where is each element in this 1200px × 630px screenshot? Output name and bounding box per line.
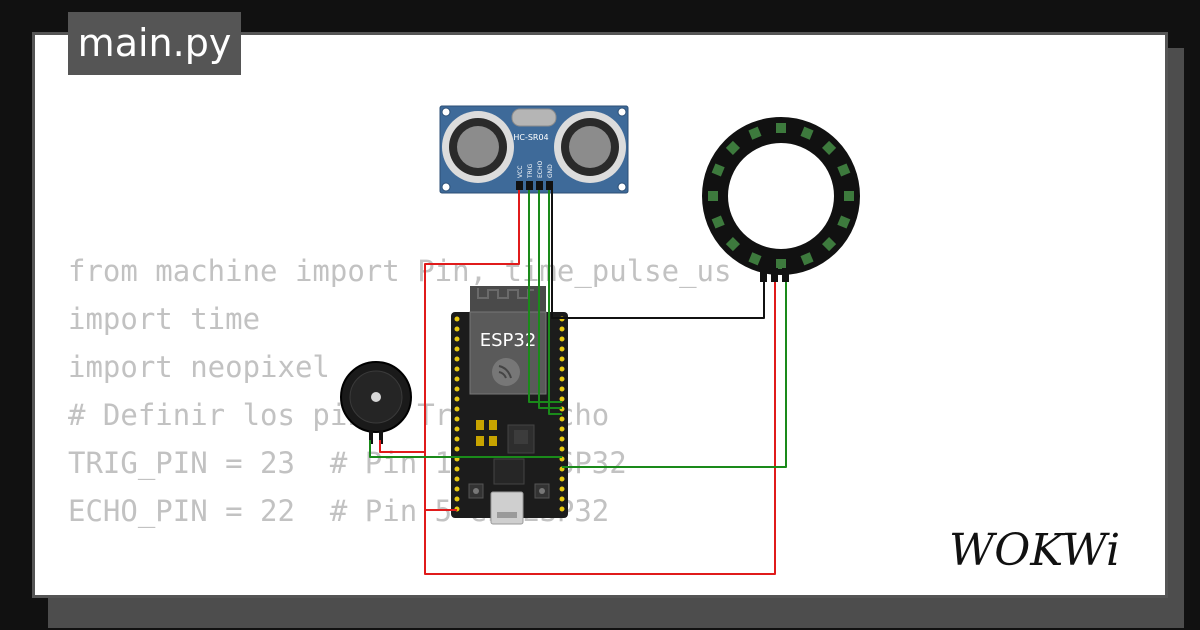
sensor-transducer-left xyxy=(442,111,514,183)
svg-text:WOKWi: WOKWi xyxy=(949,525,1120,576)
code-line: import time xyxy=(68,302,261,336)
sensor-pin-label: GND xyxy=(547,164,554,178)
wire-echo xyxy=(538,190,562,409)
sensor-transducer-right xyxy=(554,111,626,183)
wire-vcc xyxy=(424,190,520,511)
sensor-pin-label: VCC xyxy=(517,166,524,178)
esp32-board[interactable]: ESP32 xyxy=(451,286,568,525)
neopixel-leds xyxy=(708,123,854,269)
esp32-pins-left xyxy=(454,316,460,512)
sensor-pin-label: TRIG xyxy=(527,163,534,179)
code-line: from machine import Pin, time_pulse_us xyxy=(68,254,732,288)
sensor-pin-label: ECHO xyxy=(537,161,544,178)
esp32-label: ESP32 xyxy=(480,330,537,351)
espressif-logo-icon xyxy=(498,365,512,379)
wire-trig xyxy=(528,190,562,403)
code-line: import neopixel xyxy=(68,350,330,384)
usb-port xyxy=(490,491,524,525)
wire-neopixel-vcc xyxy=(424,282,776,575)
circuit-diagram: HC-SR04 VCC TRIG ECHO GND xyxy=(340,105,860,575)
buzzer[interactable] xyxy=(340,361,412,444)
file-tab[interactable]: main.py xyxy=(68,12,241,75)
wire-gnd xyxy=(551,190,765,319)
wokwi-logo: WOKWi xyxy=(949,525,1120,576)
wire-buzzer-signal xyxy=(369,440,562,458)
sensor-model-label: HC-SR04 xyxy=(513,133,548,142)
wires xyxy=(369,190,787,575)
ultrasonic-sensor[interactable]: HC-SR04 VCC TRIG ECHO GND xyxy=(439,105,629,194)
wire-buzzer-positive xyxy=(379,440,425,453)
wire-gnd-sensor xyxy=(548,190,562,415)
wire-neopixel-data xyxy=(562,282,787,468)
neopixel-ring[interactable] xyxy=(702,117,860,282)
